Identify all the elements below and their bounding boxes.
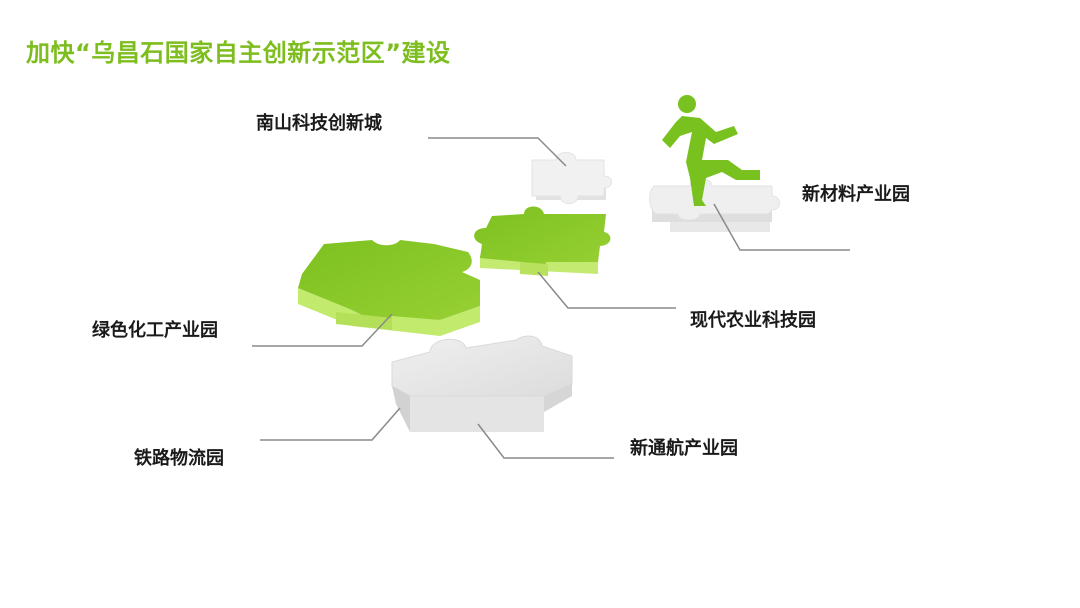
label-nanshan: 南山科技创新城 bbox=[256, 113, 382, 134]
leader-line-chem bbox=[252, 313, 393, 347]
label-agri: 现代农业科技园 bbox=[690, 310, 816, 331]
leader-line-nanshan bbox=[428, 137, 567, 167]
puzzle-piece-icon bbox=[474, 206, 611, 276]
leader-line-rail bbox=[260, 407, 401, 441]
leader-line-aviation bbox=[477, 423, 614, 459]
puzzle-piece-icon bbox=[391, 335, 573, 432]
puzzle-piece-icon bbox=[531, 152, 612, 204]
leader-line-new-material bbox=[713, 203, 850, 251]
puzzle-piece-icon bbox=[298, 240, 480, 336]
page-title: 加快“乌昌石国家自主创新示范区”建设 bbox=[26, 39, 451, 67]
label-rail: 铁路物流园 bbox=[134, 448, 224, 469]
running-man-icon bbox=[662, 95, 760, 206]
label-new-material: 新材料产业园 bbox=[802, 184, 910, 205]
puzzle-piece-icon bbox=[649, 178, 780, 232]
leader-lines bbox=[252, 137, 850, 459]
leader-line-agri bbox=[537, 271, 676, 309]
label-chem: 绿色化工产业园 bbox=[92, 320, 218, 341]
label-aviation: 新通航产业园 bbox=[630, 438, 738, 459]
